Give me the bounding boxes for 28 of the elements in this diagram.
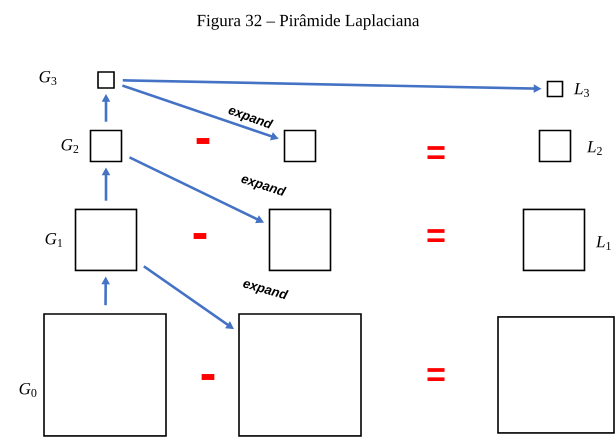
image-box: [546, 80, 564, 98]
minus-sign: -: [202, 374, 214, 380]
edge-label: expand: [238, 172, 288, 200]
image-label: L$_{1}$: [596, 236, 611, 250]
image-label: G$_{3}$: [40, 71, 56, 85]
title: Figura 32 – Pirâmide Laplaciana: [197, 14, 420, 30]
image-box: [497, 316, 615, 434]
image-box: [268, 208, 332, 272]
image-box: [97, 71, 115, 89]
edge-label: expand: [240, 276, 290, 304]
image-label: G$_{1}$: [46, 233, 62, 247]
equals-sign: =: [427, 229, 445, 242]
image-label: G$_{0}$: [20, 383, 36, 397]
equals-sign: =: [427, 146, 445, 159]
image-label: G$_{2}$: [62, 139, 78, 153]
minus-sign: -: [194, 233, 206, 239]
image-box: [90, 130, 122, 162]
image-box: [238, 313, 362, 437]
edge-label: expand: [225, 103, 275, 133]
image-box: [522, 208, 586, 272]
equals-sign: =: [427, 368, 445, 381]
image-box: [74, 208, 138, 272]
image-label: L$_{3}$: [574, 83, 589, 97]
image-box: [284, 130, 316, 162]
image-label: L$_{2}$: [586, 141, 602, 155]
minus-sign: -: [196, 138, 210, 144]
image-box: [538, 130, 572, 162]
image-box: [43, 313, 167, 437]
